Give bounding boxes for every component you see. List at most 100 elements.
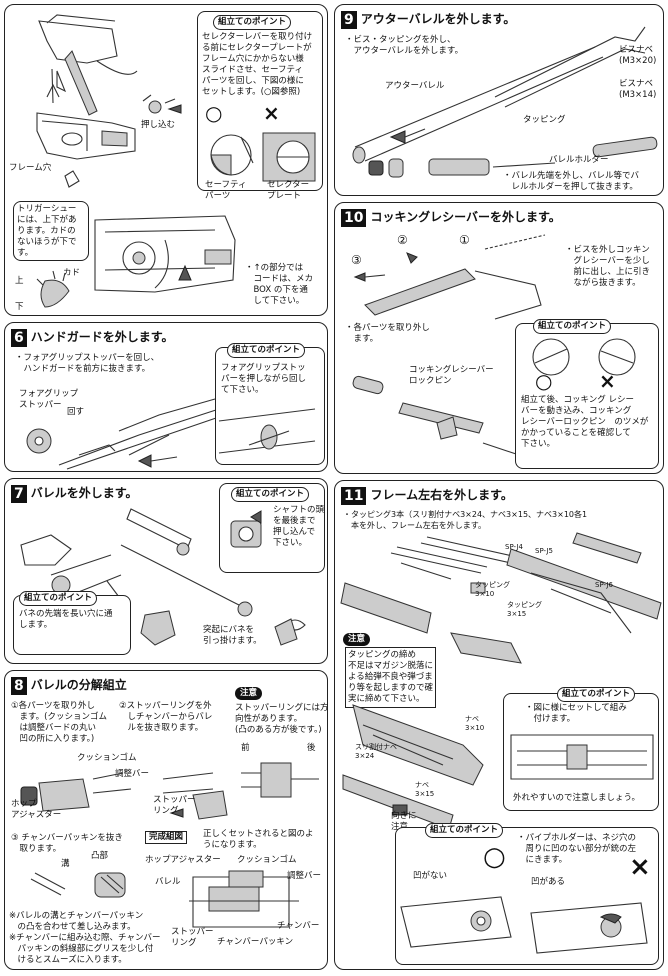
tapping-label: タッピング xyxy=(523,115,566,125)
step10-point-label: 組立てのポイント xyxy=(533,319,612,334)
dent-label: 凹がある xyxy=(531,877,566,887)
hop-adjuster2-label: ホップアジャスター xyxy=(145,855,221,865)
step11-title-text: フレーム左右を外します。 xyxy=(370,488,513,502)
lock-pin-label: コッキングレシーバー ロックピン xyxy=(409,365,494,386)
frame-main-drawing xyxy=(342,704,484,830)
step11-caution-badge: 注意 xyxy=(343,633,371,646)
step7-spring-note: 突起にバネを 引っ掛けます。 xyxy=(203,625,262,646)
small-label-6: SP-J4 xyxy=(505,543,523,551)
step11-caution-text: タッピングの締め 不足はマガジン脱落に よる給弾不良や弾づま り等を起しますので… xyxy=(345,647,437,708)
press-in-drawing xyxy=(142,94,182,114)
shaft-drawing xyxy=(230,510,262,548)
step11-ok-mark: ○ xyxy=(483,842,506,872)
stopper-ring-label: ストッパー リング xyxy=(153,795,196,816)
trigger-drawing xyxy=(36,270,70,308)
hop-adjuster-label: ホップ アジャスター xyxy=(11,799,62,820)
step6-point-drawing xyxy=(218,408,316,454)
ok-mark: ○ xyxy=(205,101,223,125)
step11-text: ・タッピング3本（スリ割付ナベ3×24、ナベ3×15、ナベ3×10各1 本を外し… xyxy=(343,510,588,530)
step9-number: 9 xyxy=(341,10,357,29)
lockpin-ok-ng-drawing xyxy=(532,338,636,376)
step6-point-text: フォアグリップストッ パーを押しながら回し て下さい。 xyxy=(221,363,307,395)
barrel-holder-label: バレルホルダー xyxy=(549,155,609,165)
frame-hole-label: フレーム穴 xyxy=(9,163,52,173)
small-label-1: タッピング 3×10 xyxy=(475,581,510,598)
ng-mark: × xyxy=(263,101,280,125)
groove-label: 溝 xyxy=(61,859,70,869)
barrel-holder-drawing xyxy=(368,158,556,178)
safety-selector-drawing xyxy=(210,132,316,182)
step6-text: ・フォアグリップストッパーを回し、 ハンドガードを前方に抜きます。 xyxy=(15,353,160,374)
step10-number: 10 xyxy=(341,208,367,227)
small-label-2: タッピング 3×15 xyxy=(507,601,542,618)
step9-note: ・バレル先端を外し、バレル等でバ レルホルダーを押して抜きます。 xyxy=(503,171,640,192)
step8-note1: ※バレルの溝とチャンバーパッキン の凸を合わせて差し込みます。 xyxy=(9,911,144,932)
step11-point-drawing xyxy=(510,734,654,780)
step8-s3: ③ チャンバーパッキンを抜き 取ります。 xyxy=(11,833,123,854)
step8-note2: ※チャンバーに組み込む際、チャンバー パッキンの斜線部にグリスを少し付 けるとス… xyxy=(9,933,161,965)
screw1-label: ビスナベ (M3×20) xyxy=(619,45,657,66)
handguard-drawing xyxy=(26,398,220,470)
front-label: 前 xyxy=(241,743,250,753)
stopper-ring2-label: ストッパー リング xyxy=(171,927,214,948)
foregrip-stopper-label: フォアグリップ ストッパー xyxy=(19,389,79,410)
outer-barrel-label: アウターバレル xyxy=(385,81,445,91)
chamber-packing-label: チャンバーパッキン xyxy=(217,937,294,947)
step10-c1: ① xyxy=(459,233,470,247)
trigger-corner: カド xyxy=(63,268,81,278)
step8-s1: ①各パーツを取り外し ます。(クッションゴム は調整バードの丸い 凹の所に入りま… xyxy=(11,701,107,744)
hop-assembly-drawing xyxy=(20,772,228,820)
step6-number: 6 xyxy=(11,328,27,347)
cocking-receiver-drawing xyxy=(353,234,546,320)
complete-assembly-drawing xyxy=(189,870,299,928)
panel-selector: 組立てのポイント セレクターレバーを取り付け る前にセレクタープレートが フレー… xyxy=(4,4,328,316)
small-label-3: スリ割付ナベ 3×24 xyxy=(355,743,397,760)
step10-point-box xyxy=(515,323,659,469)
small-label-8: SP-J6 xyxy=(595,581,613,589)
stopper-ring-drawing xyxy=(241,762,319,798)
step10-point-text: 組立て後、コッキング レシー バーを動き込み、コッキング レシーバーロックピン … xyxy=(521,395,649,449)
step7-number: 7 xyxy=(11,484,27,503)
small-label-4: ナベ 3×15 xyxy=(415,781,435,798)
rear-label: 後 xyxy=(307,743,316,753)
step7-point2-label: 組立てのポイント xyxy=(19,591,98,606)
cushion-rubber-label: クッションゴム xyxy=(77,753,137,763)
step9-text: ・ビス・タッピングを外し、 アウターバレルを外します。 xyxy=(345,35,464,56)
chamber-label: チャンバー xyxy=(277,921,320,931)
step10-ok-mark: ○ xyxy=(535,369,553,393)
step11-point-label: 組立てのポイント xyxy=(557,687,636,702)
wiring-drawing xyxy=(94,215,236,293)
step7-point-label: 組立てのポイント xyxy=(231,487,310,502)
press-in-label: 押し込む xyxy=(141,120,176,130)
pipe-holder-drawing xyxy=(400,896,648,954)
step11-point2-box xyxy=(395,827,659,965)
step11-point2-label: 組立てのポイント xyxy=(425,823,504,838)
trigger-note: トリガーシュー には、上下があ ります。カドの ないほうが下で す。 xyxy=(17,204,77,258)
trigger-note-box xyxy=(13,201,89,261)
easy-off-label: 外れやすいので注意しましょう。 xyxy=(513,793,640,803)
selector-plate-label: セレクター プレート xyxy=(267,180,310,201)
step11-number: 11 xyxy=(341,486,367,505)
step10-c3: ③ xyxy=(351,253,362,267)
step10-title-text: コッキングレシーバーを外します。 xyxy=(370,210,561,224)
convex-label: 凸部 xyxy=(91,851,109,861)
chamber-packing-drawing xyxy=(30,872,126,898)
barrel-removal-drawing xyxy=(20,508,253,617)
step11-point-text: ・図に様にセットして組み 付けます。 xyxy=(525,703,627,724)
step9-title-text: アウターバレルを外します。 xyxy=(360,12,516,26)
step8-number: 8 xyxy=(11,676,27,695)
point-text-selector: セレクターレバーを取り付け る前にセレクタープレートが フレーム穴にかからない様… xyxy=(202,32,313,97)
step11-ng-mark: × xyxy=(629,852,651,882)
outer-barrel-drawing xyxy=(352,26,658,164)
step8-s2: ②ストッパーリングを外 しチャンバーからバレ ルを抜き取ります。 xyxy=(119,701,213,733)
small-label-7: SP-J5 xyxy=(535,547,553,555)
no-dent-label: 凹がない xyxy=(413,871,448,881)
